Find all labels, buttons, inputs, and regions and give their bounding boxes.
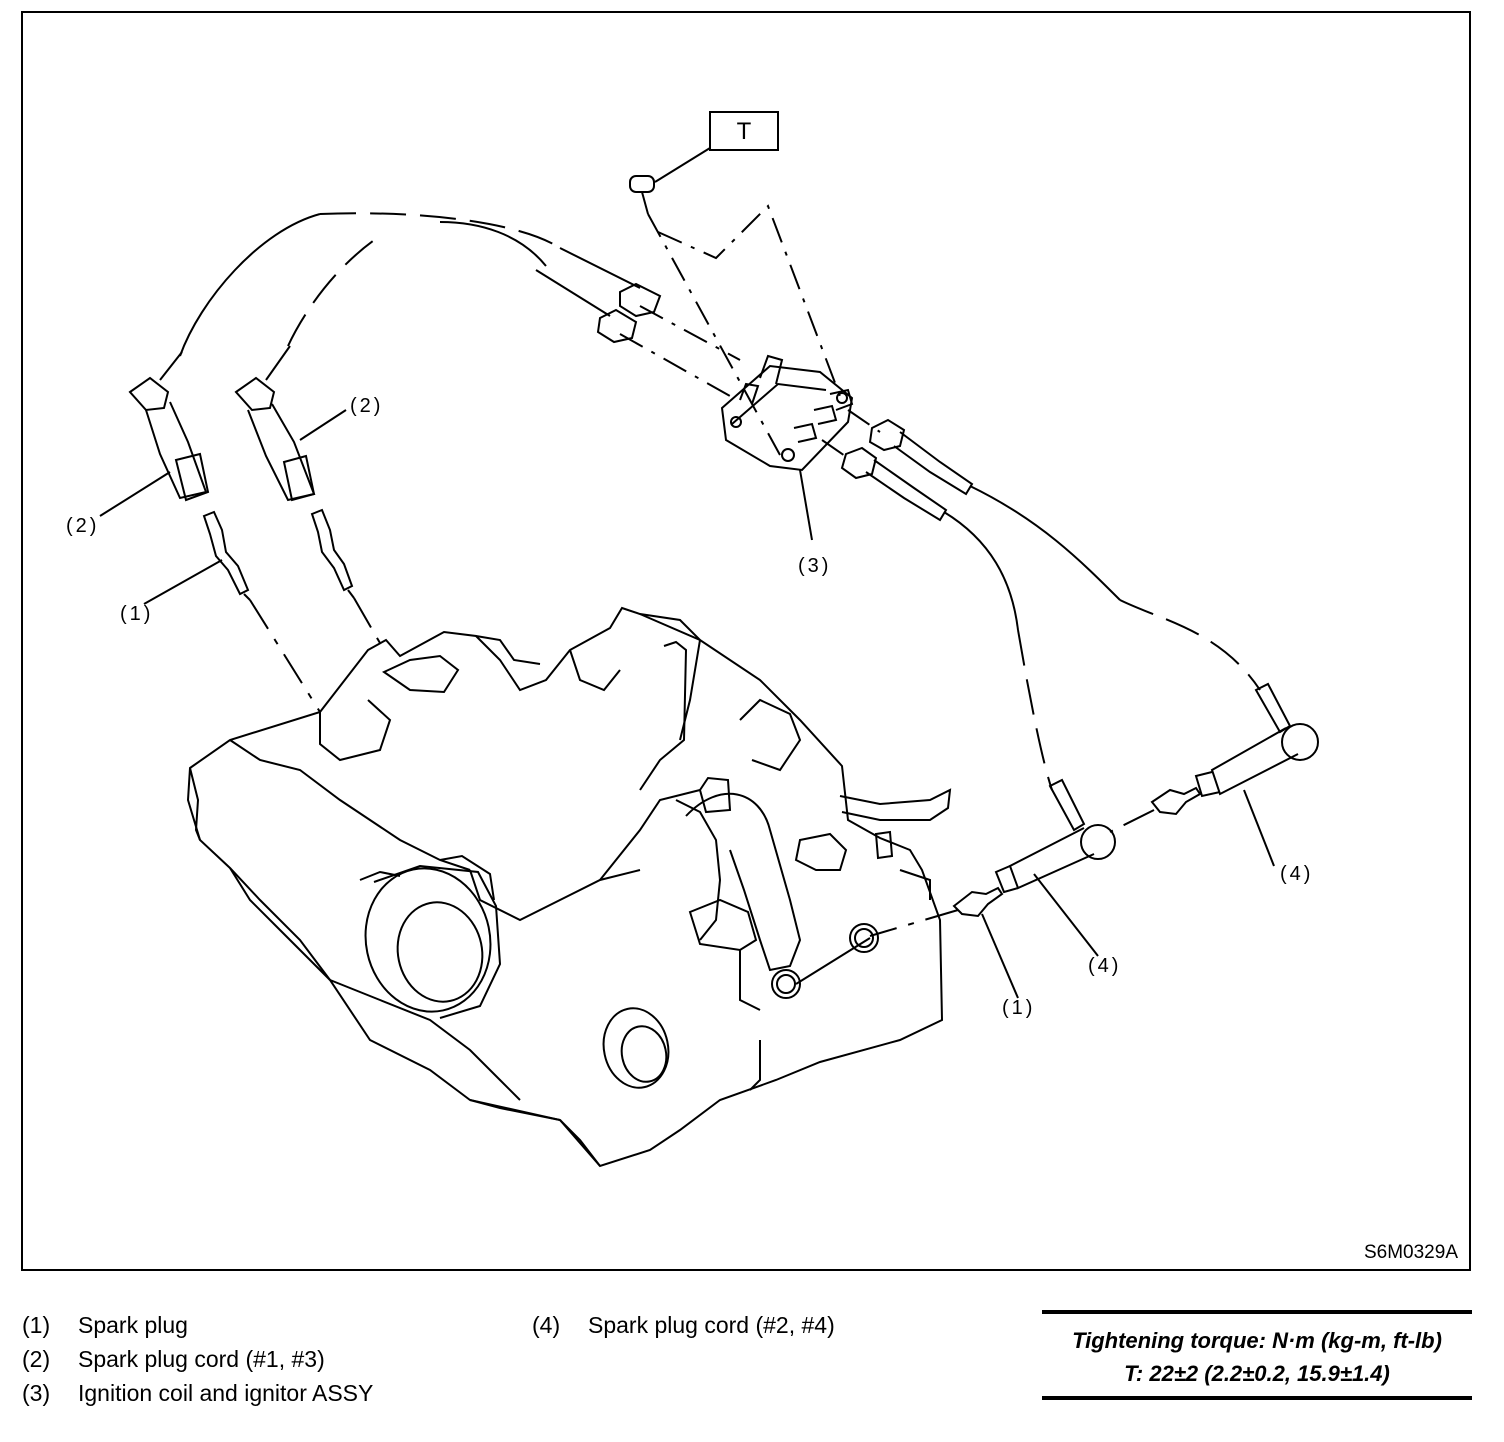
spark-plug-cord-right-a [868, 418, 1319, 798]
figure-id: S6M0329A [1364, 1242, 1458, 1263]
legend-item: (1) Spark plug [22, 1308, 373, 1342]
callout-1-right: (1) [1002, 997, 1035, 1019]
legend-left: (1) Spark plug (2) Spark plug cord (#1, … [22, 1308, 373, 1410]
legend-right: (4) Spark plug cord (#2, #4) [532, 1308, 835, 1342]
torque-title: Tightening torque: N·m (kg-m, ft-lb) [1072, 1328, 1442, 1353]
callout-2-right: (2) [350, 395, 383, 417]
diagram-frame [21, 11, 1471, 1271]
spark-plug-cord-right-b [840, 446, 1116, 894]
crank-pulley [364, 864, 502, 1019]
legend-item: (3) Ignition coil and ignitor ASSY [22, 1376, 373, 1410]
callout-2-left: (2) [66, 515, 99, 537]
legend-num: (2) [22, 1346, 51, 1372]
spark-plug-left-a [202, 510, 251, 601]
spark-plug-right-b [952, 886, 1004, 918]
bolt [629, 175, 655, 215]
legend-text: Spark plug cord (#2, #4) [588, 1312, 835, 1338]
callout-3: (3) [798, 555, 831, 577]
pulley-lower [602, 1007, 670, 1089]
assembly-guide-lines [619, 204, 881, 459]
legend-num: (1) [22, 1312, 51, 1338]
torque-label: T [737, 118, 752, 145]
legend-text: Spark plug [78, 1312, 188, 1338]
spark-plug-right-a [1150, 786, 1202, 816]
legend-text: Spark plug cord (#1, #3) [78, 1346, 325, 1372]
torque-value: T: 22±2 (2.2±0.2, 15.9±1.4) [1124, 1361, 1390, 1386]
legend-item: (2) Spark plug cord (#1, #3) [22, 1342, 373, 1376]
spark-plug-cord-left-a [128, 212, 662, 502]
callout-4-lower: (4) [1088, 955, 1121, 977]
engine-block [186, 606, 952, 1168]
callout-leaders [99, 409, 1275, 999]
legend-num: (3) [22, 1380, 51, 1406]
tightening-torque-box: Tightening torque: N·m (kg-m, ft-lb) T: … [1042, 1310, 1472, 1400]
spark-plug-cord-left-b [234, 221, 638, 502]
plug-hole-rings [771, 923, 879, 999]
callout-1-left: (1) [120, 603, 153, 625]
legend-text: Ignition coil and ignitor ASSY [78, 1380, 374, 1406]
legend-item: (4) Spark plug cord (#2, #4) [532, 1308, 835, 1342]
callout-4-right: (4) [1280, 863, 1313, 885]
legend-num: (4) [532, 1312, 561, 1338]
spark-plug-left-b [310, 508, 355, 599]
torque-label-box [709, 111, 779, 151]
plug-guide-lines [249, 597, 1155, 937]
